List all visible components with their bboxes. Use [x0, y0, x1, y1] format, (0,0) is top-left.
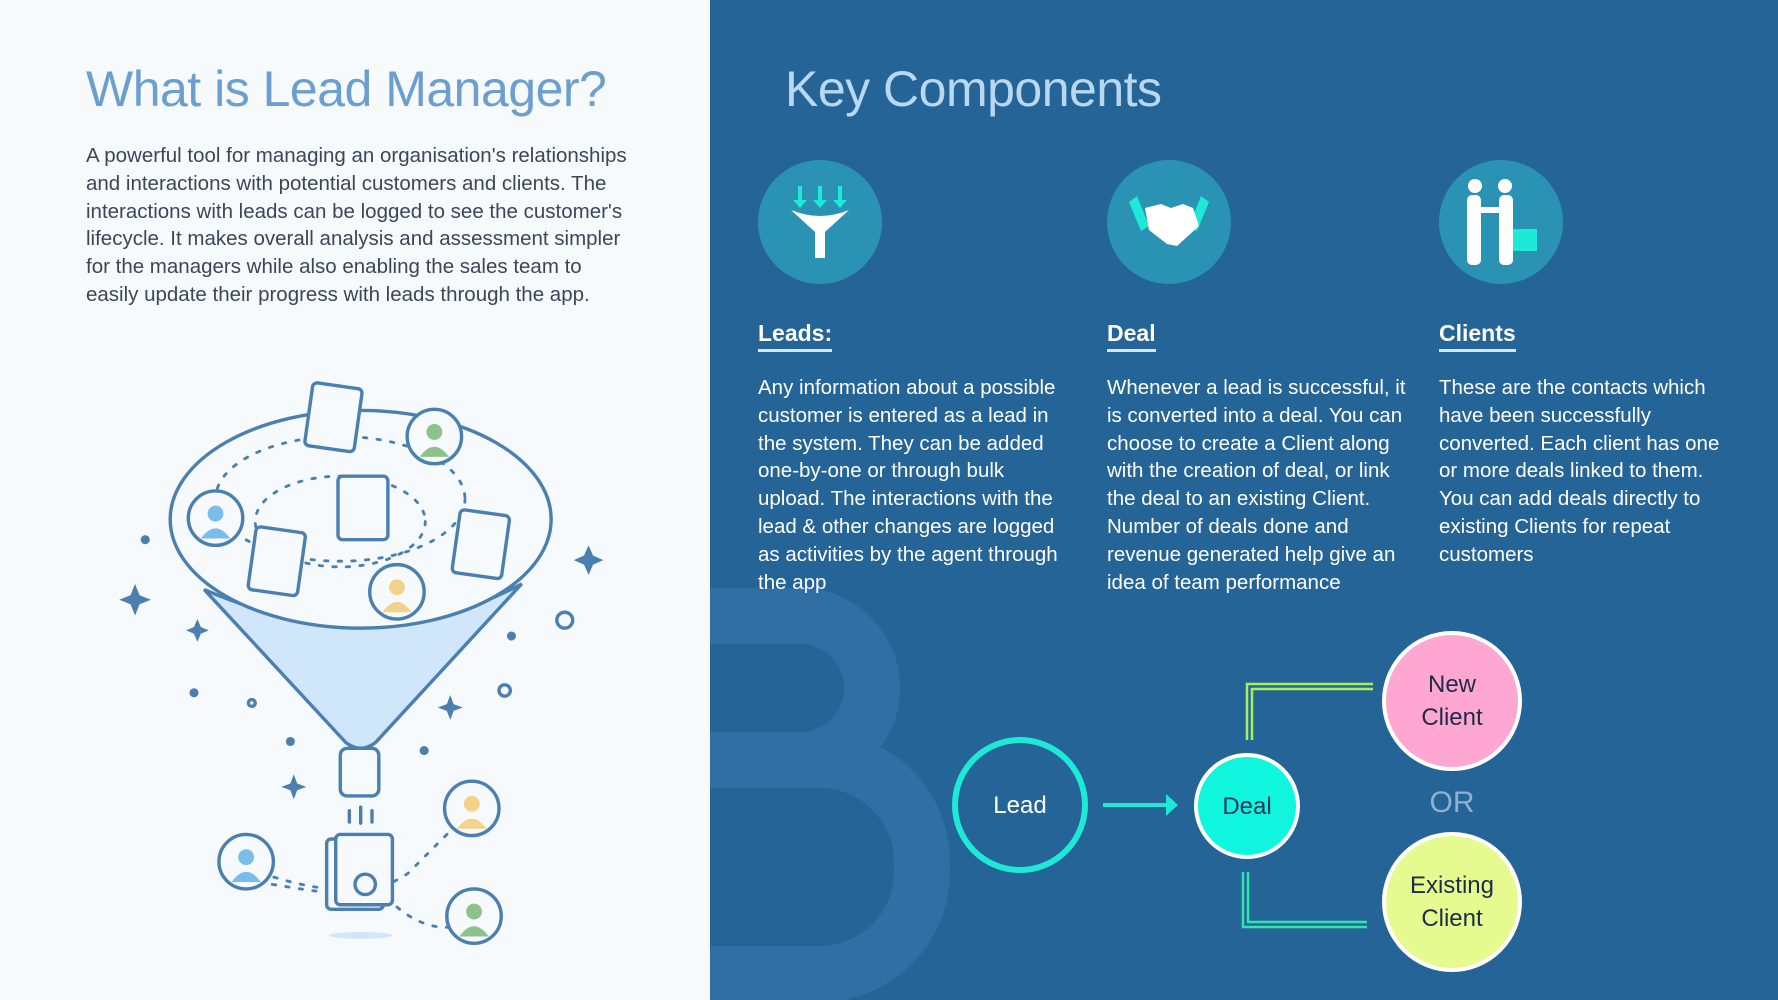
flow-node-lead: Lead	[952, 737, 1088, 873]
component-heading: Leads:	[758, 320, 833, 352]
funnel-icon	[758, 160, 882, 284]
component-deal: Deal Whenever a lead is successful, it i…	[1107, 160, 1407, 596]
component-description: These are the contacts which have been s…	[1439, 376, 1720, 566]
component-description: Whenever a lead is successful, it is con…	[1107, 376, 1406, 594]
component-description: Any information about a possible custome…	[758, 376, 1058, 594]
arrow-head-icon	[1166, 794, 1178, 816]
description: A powerful tool for managing an organisa…	[86, 144, 627, 306]
page-title: What is Lead Manager?	[86, 61, 607, 117]
component-heading: Clients	[1439, 320, 1516, 352]
left-panel: What is Lead Manager? A powerful tool fo…	[0, 0, 710, 1000]
handshake-icon	[1107, 160, 1231, 284]
or-label: OR	[1429, 785, 1475, 819]
flow-node-deal: Deal	[1194, 753, 1300, 859]
sales-funnel-illustration	[119, 381, 604, 946]
component-heading: Deal	[1107, 320, 1156, 352]
right-panel: Key Components Leads: Any information ab…	[710, 0, 1778, 1000]
people-handshake-icon	[1439, 160, 1563, 284]
component-leads: Leads: Any information about a possible …	[758, 160, 1058, 596]
flow-node-existing-client: Existing Client	[1382, 832, 1522, 972]
section-title: Key Components	[785, 61, 1162, 117]
flow-node-new-client: New Client	[1382, 631, 1522, 771]
flow-connectors	[1103, 682, 1373, 929]
component-clients: Clients These are the contacts which hav…	[1439, 160, 1739, 569]
